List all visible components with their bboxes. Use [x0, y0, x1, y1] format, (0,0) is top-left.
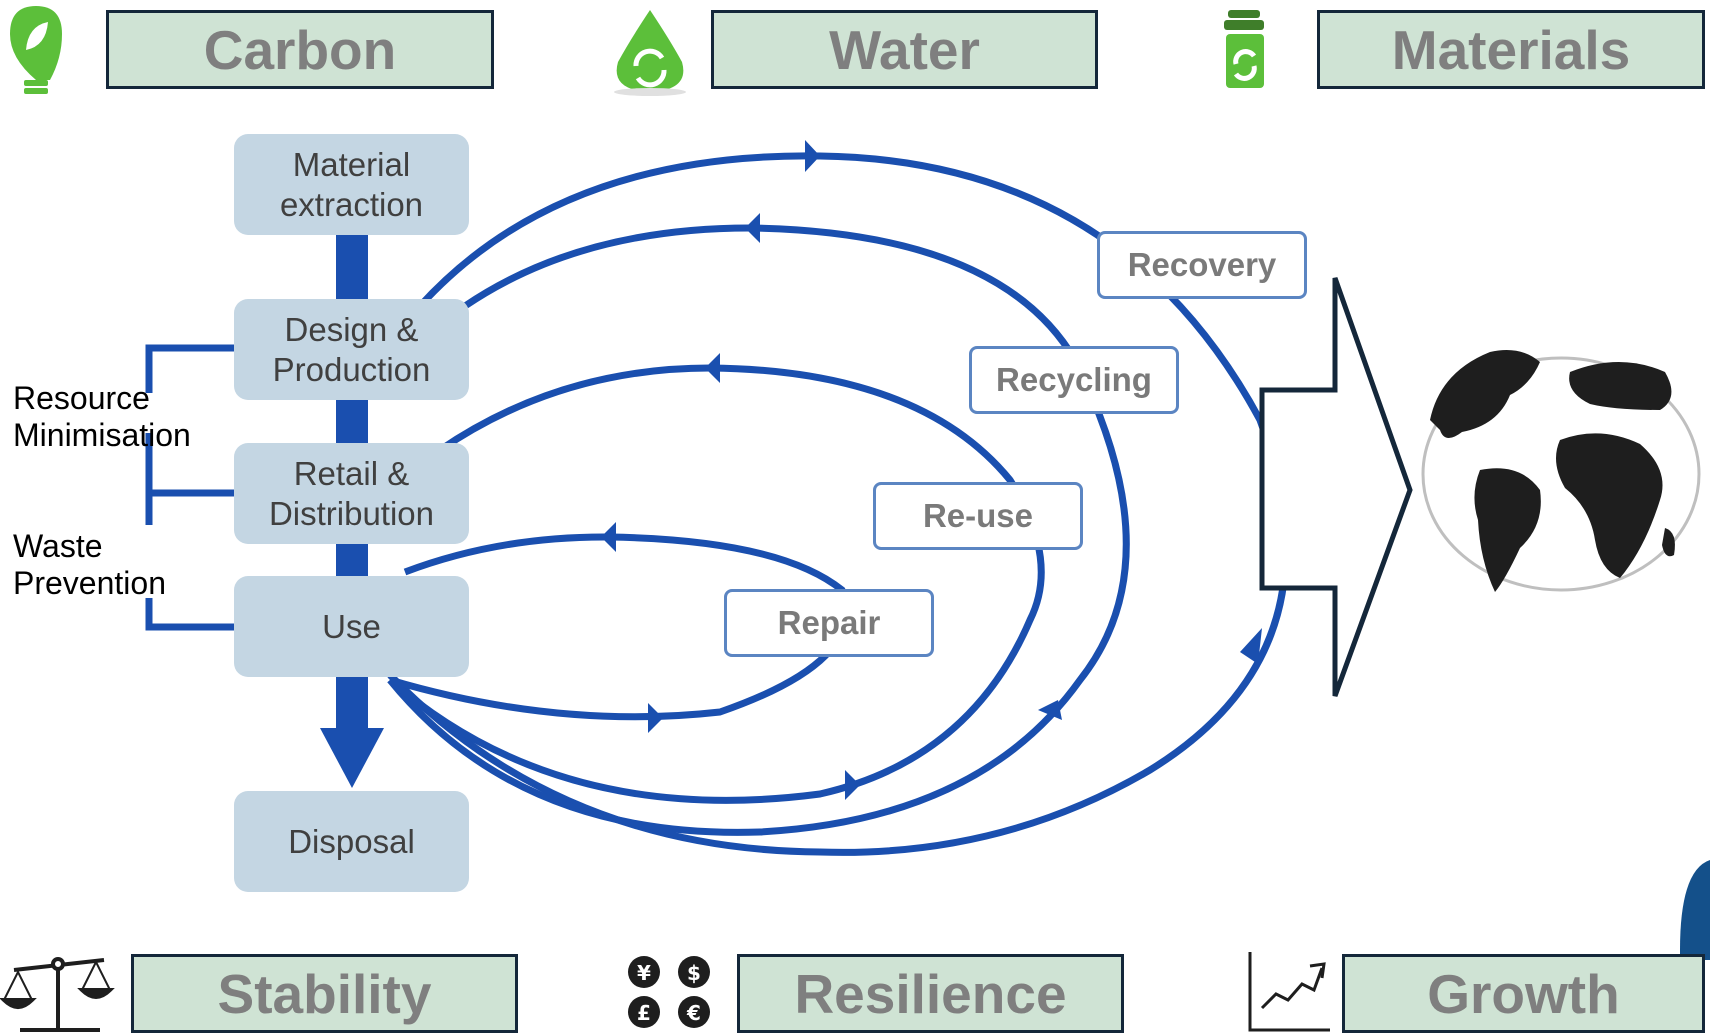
bracket-lines — [145, 344, 235, 631]
theme-stability: Stability — [131, 954, 518, 1033]
loop-label-repair: Repair — [724, 589, 934, 657]
balance-scale-icon — [0, 957, 115, 1032]
yen-symbol: ¥ — [637, 961, 651, 985]
theme-materials: Materials — [1317, 10, 1705, 89]
stage-material-extraction: Material extraction — [234, 134, 469, 235]
reuse-loop — [387, 353, 1045, 804]
waste-prevention-label: Waste Prevention — [13, 528, 166, 601]
growth-chart-icon — [1248, 952, 1330, 1032]
outcome-arrow — [1259, 277, 1413, 697]
euro-symbol: € — [686, 1001, 701, 1025]
currency-coins-icon: ¥ $ £ € — [628, 956, 710, 1028]
stage-design-production: Design & Production — [234, 299, 469, 400]
lightbulb-leaf-icon — [10, 6, 62, 94]
theme-growth: Growth — [1342, 954, 1705, 1033]
recycling-loop — [387, 213, 1130, 836]
water-drop-recycle-icon — [614, 10, 686, 96]
dollar-symbol: $ — [687, 961, 701, 985]
resource-minimisation-label: Resource Minimisation — [13, 380, 191, 453]
globe-icon — [1421, 349, 1701, 592]
loop-label-reuse: Re-use — [873, 482, 1083, 550]
loop-label-recovery: Recovery — [1097, 231, 1307, 299]
theme-water: Water — [711, 10, 1098, 89]
stage-disposal: Disposal — [234, 791, 469, 892]
pound-symbol: £ — [637, 1001, 651, 1025]
corner-decoration — [1680, 860, 1710, 960]
theme-resilience: Resilience — [737, 954, 1124, 1033]
loop-label-recycling: Recycling — [969, 346, 1179, 414]
stage-use: Use — [234, 576, 469, 677]
recycle-bin-icon — [1224, 10, 1264, 88]
theme-carbon: Carbon — [106, 10, 494, 89]
stage-retail-distribution: Retail & Distribution — [234, 443, 469, 544]
